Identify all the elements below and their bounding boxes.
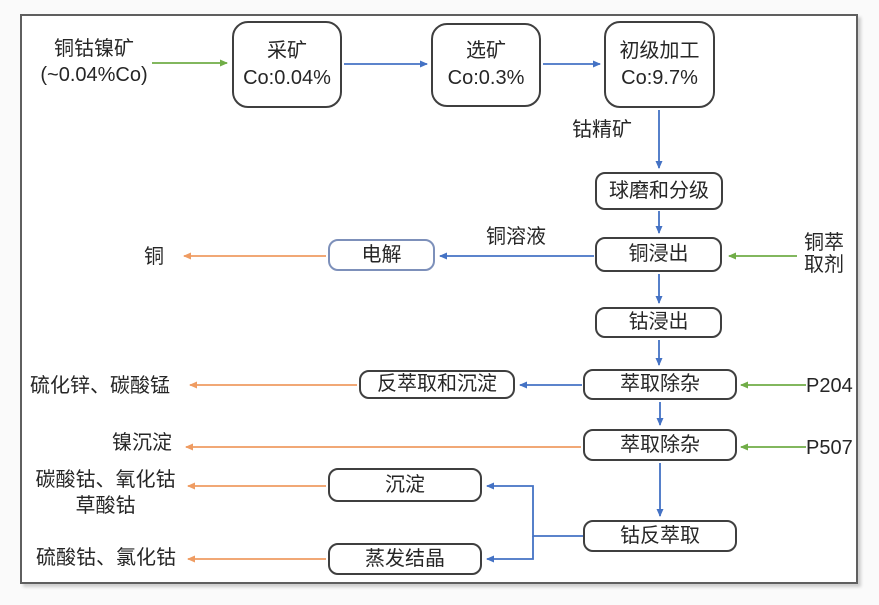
node-evaporation-label: 蒸发结晶: [365, 547, 445, 570]
label-p507: P507: [806, 437, 853, 459]
node-cobalt-stripping-label: 钴反萃取: [620, 524, 700, 547]
label-copper-solution: 铜溶液: [486, 226, 546, 248]
edge-cobalt-stripping-to-evaporation: [486, 536, 534, 563]
label-cobalt-salts-line2: 草酸钴: [75, 495, 136, 517]
node-cobalt-stripping: 钴反萃取: [583, 520, 737, 552]
edge-cobalt-stripping-to-precipitation: [486, 482, 583, 537]
node-primary-grade: Co:9.7%: [621, 66, 698, 89]
node-milling: 球磨和分级: [595, 172, 723, 210]
node-evaporation: 蒸发结晶: [328, 543, 482, 575]
source-ore-line1: 铜钴镍矿: [54, 38, 134, 60]
source-ore-line2: (~0.04%Co): [40, 64, 148, 86]
node-beneficiation-grade: Co:0.3%: [447, 67, 525, 89]
label-copper-output: 铜: [144, 246, 164, 268]
source-ore-label: 铜钴镍矿 (~0.04%Co): [36, 36, 152, 88]
label-p204: P204: [806, 375, 853, 397]
node-beneficiation-title: 选矿: [466, 40, 506, 62]
node-primary-processing: 初级加工 Co:9.7%: [604, 21, 715, 108]
node-extraction-2-label: 萃取除杂: [620, 433, 700, 456]
node-primary-title: 初级加工: [619, 39, 700, 62]
node-precipitation: 沉淀: [328, 468, 482, 502]
label-cobalt-concentrate: 钴精矿: [572, 119, 632, 141]
node-cobalt-leaching: 钴浸出: [595, 307, 722, 338]
node-strip-precipitation-label: 反萃取和沉淀: [377, 373, 497, 395]
label-nickel-output: 镍沉淀: [112, 432, 172, 454]
node-strip-precipitation: 反萃取和沉淀: [359, 370, 515, 399]
label-copper-extractant-line1: 铜萃: [804, 232, 844, 254]
node-copper-leaching: 铜浸出: [595, 237, 722, 272]
node-cobalt-leaching-label: 钴浸出: [628, 311, 689, 333]
node-extraction-2: 萃取除杂: [583, 429, 737, 461]
node-electrolysis-label: 电解: [361, 243, 402, 266]
node-milling-label: 球磨和分级: [609, 179, 709, 202]
label-cobalt-sulfate-output: 硫酸钴、氯化钴: [36, 547, 176, 569]
node-copper-leaching-label: 铜浸出: [628, 243, 689, 265]
label-cobalt-salts-line1: 碳酸钴、氧化钴: [35, 469, 176, 491]
node-mining-grade: Co:0.04%: [243, 66, 331, 89]
label-copper-extractant-line2: 取剂: [804, 254, 844, 276]
node-mining: 采矿 Co:0.04%: [232, 21, 342, 108]
node-mining-title: 采矿: [267, 39, 307, 62]
node-extraction-1-label: 萃取除杂: [620, 373, 700, 395]
node-extraction-1: 萃取除杂: [583, 369, 737, 400]
node-precipitation-label: 沉淀: [385, 473, 425, 496]
node-electrolysis: 电解: [328, 239, 435, 271]
node-beneficiation: 选矿 Co:0.3%: [431, 23, 541, 107]
label-cobalt-salts-output: 碳酸钴、氧化钴 草酸钴: [32, 467, 179, 519]
label-zinc-manganese-output: 硫化锌、碳酸锰: [30, 375, 170, 397]
label-copper-extractant: 铜萃 取剂: [799, 232, 849, 276]
